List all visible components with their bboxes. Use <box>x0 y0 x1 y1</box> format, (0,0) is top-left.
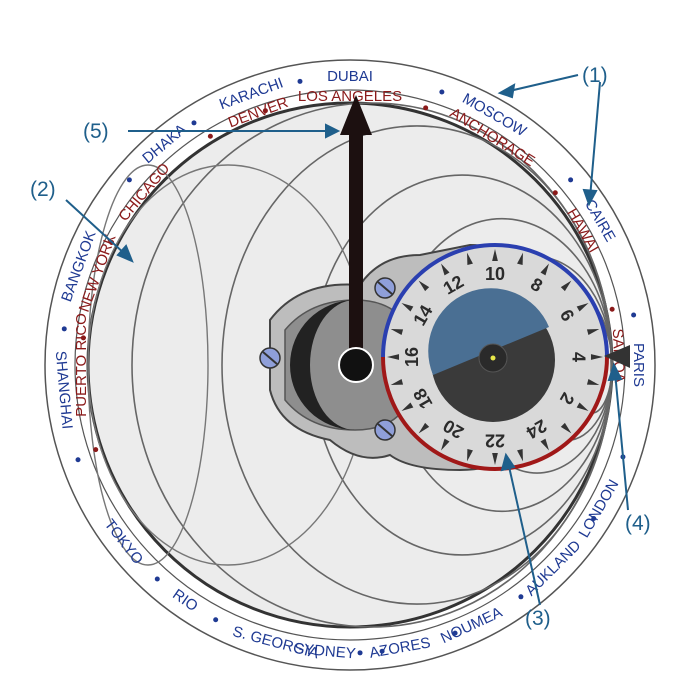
outer-city-paris: PARIS <box>630 343 647 387</box>
outer-city-dot <box>518 594 524 600</box>
hour-tick <box>401 402 414 411</box>
inner-city-dot <box>262 108 268 114</box>
inner-city-dot <box>207 133 213 139</box>
dial-hour-22: 22 <box>485 430 505 450</box>
outer-city-dot <box>61 326 67 332</box>
callout-2: (2) <box>30 178 56 201</box>
screw-icon <box>259 347 281 369</box>
outer-city-dot <box>213 617 219 623</box>
hour-tick <box>390 379 404 385</box>
callout-4: (4) <box>625 512 651 535</box>
meridian-arc <box>131 102 613 628</box>
hour-tick <box>586 379 600 385</box>
hour-tick <box>517 252 523 266</box>
outer-city-dot <box>126 177 132 183</box>
hour-tick <box>586 329 600 335</box>
screw-icon <box>374 277 396 299</box>
callout-arrows <box>65 74 629 606</box>
inner-city-dot <box>609 306 615 312</box>
hour-tick <box>441 263 450 276</box>
hour-tick <box>467 252 473 266</box>
hour-tick <box>418 422 430 434</box>
inner-city-dot <box>552 190 558 196</box>
outer-city-dot <box>297 78 303 84</box>
hour-tick <box>590 354 603 360</box>
outer-city-dot <box>591 515 597 521</box>
outer-city-dot <box>75 457 81 463</box>
outer-city-dot <box>439 89 445 95</box>
hour-tick <box>540 263 549 276</box>
hour-tick <box>560 422 572 434</box>
dial-hour-16: 16 <box>402 347 422 367</box>
outer-city-dubai: DUBAI <box>327 68 373 85</box>
dial-hour-10: 10 <box>485 264 505 284</box>
outer-city-dot <box>379 648 385 654</box>
callout-1: (1) <box>582 64 608 87</box>
hour-tick <box>418 280 430 292</box>
callout-3: (3) <box>525 607 551 630</box>
outer-city-dot <box>357 650 363 656</box>
hour-tick <box>492 249 498 262</box>
inner-city-los-angeles: LOS ANGELES <box>298 88 402 105</box>
screw-icon <box>374 419 396 441</box>
dial-hour-4: 4 <box>568 352 588 362</box>
hour-tick <box>401 303 414 312</box>
outer-city-dot <box>631 312 637 318</box>
hour-tick <box>492 452 498 465</box>
outer-city-shanghai: SHANGHAI <box>52 350 76 430</box>
outer-city-dot <box>191 120 197 126</box>
pointer-triangle-icon <box>604 345 630 368</box>
callout-5: (5) <box>83 120 109 143</box>
outer-city-dot <box>568 177 574 183</box>
subdial-ring-red <box>381 356 609 471</box>
inner-city-puerto-rico: PUERTO RICO <box>73 313 90 417</box>
outer-city-dot <box>452 630 458 636</box>
hour-tick <box>441 438 450 451</box>
outer-city-dot <box>154 576 160 582</box>
outer-city-sydney: SYDNEY <box>293 640 356 662</box>
subdial-ring-blue <box>381 243 609 358</box>
inner-city-dot <box>423 105 429 111</box>
hour-tick <box>517 448 523 462</box>
hour-tick <box>467 448 473 462</box>
pivot-icon <box>338 347 374 383</box>
hour-tick <box>387 354 400 360</box>
crescent-cam <box>290 300 355 430</box>
hour-tick <box>390 329 404 335</box>
hour-hand-icon <box>340 95 372 360</box>
hour-tick <box>560 280 572 292</box>
inner-city-dot <box>80 335 86 341</box>
inner-city-dot <box>93 447 99 453</box>
hour-tick <box>540 438 549 451</box>
hour-tick <box>576 303 589 312</box>
day-half <box>428 288 549 375</box>
hour-tick <box>576 402 589 411</box>
